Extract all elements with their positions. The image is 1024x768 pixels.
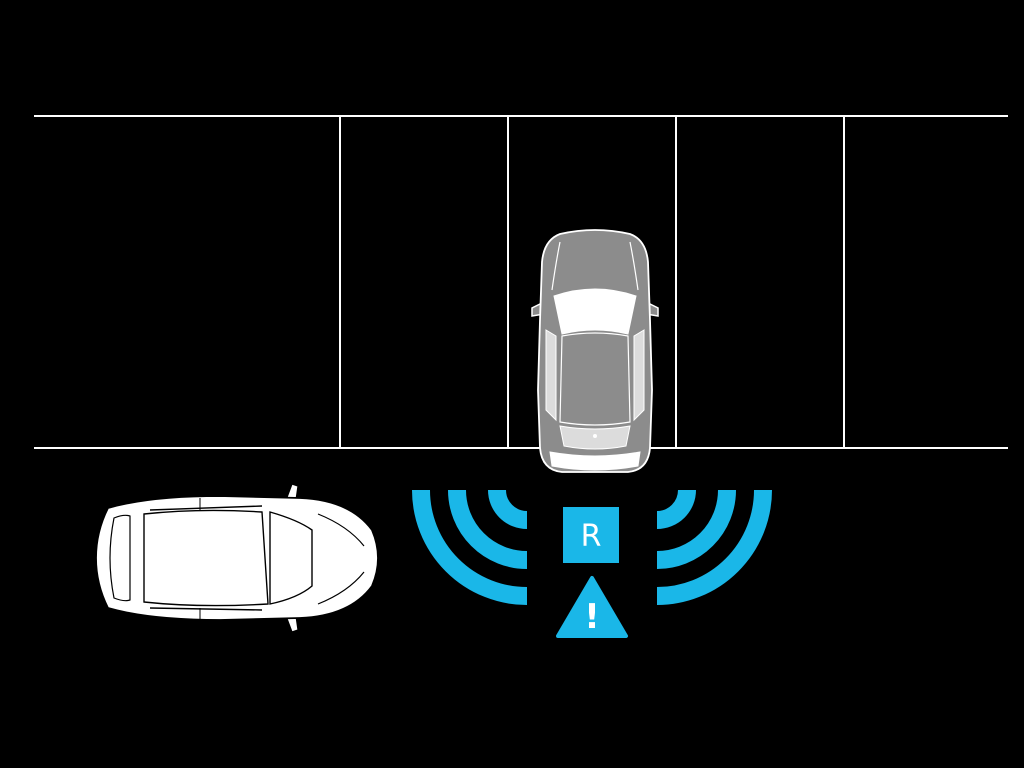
moving-car <box>95 483 379 633</box>
sensor-wave-right-1 <box>656 489 696 529</box>
gear-indicator-box <box>563 507 619 563</box>
moving-car-hood-line-top <box>317 513 365 547</box>
moving-car-rear-window <box>109 514 131 602</box>
parked-car-hood-line-left <box>551 241 561 291</box>
parked-car-rear-bumper <box>549 451 641 471</box>
sensor-waves-left <box>412 489 528 605</box>
sensor-wave-right-3 <box>656 489 772 605</box>
moving-car-windshield <box>269 511 313 605</box>
warning-triangle-icon: ! <box>556 576 628 638</box>
parked-car-hood-line-right <box>629 241 639 291</box>
alert-indicator: R ! <box>412 489 772 638</box>
moving-car-hood-line-bottom <box>317 571 365 605</box>
sensor-wave-right-2 <box>656 489 736 569</box>
sensor-wave-left-2 <box>448 489 528 569</box>
parked-car-window-left <box>545 329 557 422</box>
warning-triangle-shape <box>556 576 628 638</box>
moving-car-roof-rail-top <box>149 505 263 511</box>
moving-car-roof <box>143 509 269 607</box>
parked-car <box>531 229 659 473</box>
parked-car-emblem <box>593 434 597 438</box>
parked-car-roof <box>559 332 631 426</box>
parked-car-window-right <box>633 329 645 422</box>
warning-symbol: ! <box>584 597 600 637</box>
moving-car-roof-rail-bottom <box>149 607 263 611</box>
sensor-wave-left-3 <box>412 489 528 605</box>
gear-indicator-label: R <box>581 519 602 554</box>
parked-car-windshield <box>553 288 637 335</box>
sensor-waves-right <box>656 489 772 605</box>
sensor-wave-left-1 <box>488 489 528 529</box>
parking-lot <box>34 115 1008 449</box>
